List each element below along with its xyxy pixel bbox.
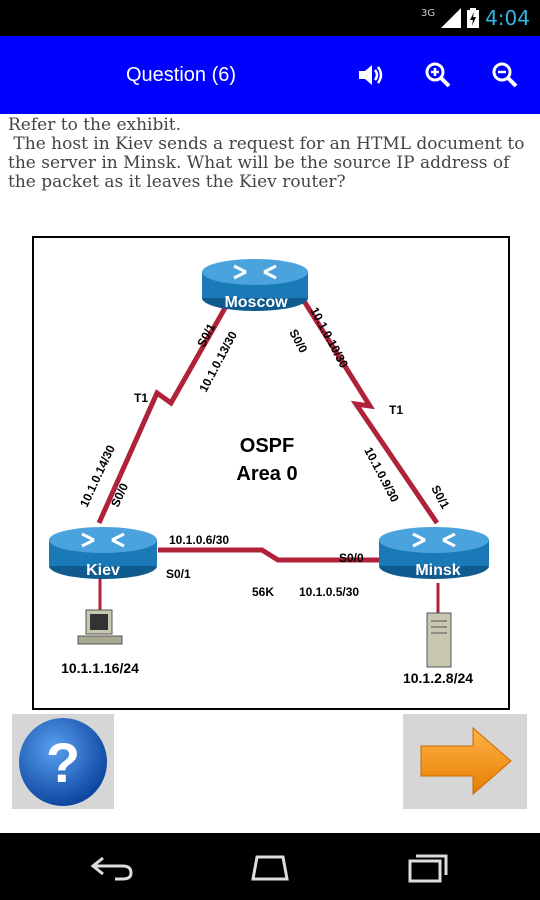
action-bar: Question (6) [0, 36, 540, 114]
kiev-minsk-type: 56K [252, 585, 274, 599]
speaker-icon [359, 65, 383, 85]
question-text: Refer to the exhibit. The host in Kiev s… [8, 116, 532, 192]
area-label: Area 0 [236, 463, 297, 485]
network-exhibit: Moscow Kiev Minsk [32, 236, 510, 710]
navigation-bar [0, 833, 540, 900]
home-icon [251, 855, 289, 881]
moscow-minsk-if-moscow: S0/0 [286, 327, 310, 356]
recent-apps-icon [408, 854, 448, 883]
moscow-minsk-type: T1 [389, 403, 403, 417]
status-bar: 3G 4:04 [0, 0, 540, 36]
link-kiev-minsk [158, 547, 380, 563]
help-button[interactable]: ? [12, 714, 114, 809]
host-ip-label: 10.1.1.16/24 [61, 660, 139, 676]
moscow-kiev-type: T1 [134, 391, 148, 405]
server-icon [426, 612, 452, 668]
back-button[interactable] [82, 847, 142, 887]
home-button[interactable] [240, 847, 300, 887]
zoom-out-button[interactable] [485, 55, 525, 95]
kiev-minsk-ip-kiev: 10.1.0.6/30 [169, 533, 229, 547]
network-type: 3G [420, 7, 436, 19]
question-line-1: Refer to the exhibit. [8, 115, 182, 135]
router-label-kiev: Kiev [86, 562, 120, 579]
svg-text:?: ? [46, 731, 80, 794]
kiev-minsk-if-minsk: S0/0 [339, 551, 364, 565]
router-arrows-icon [233, 264, 277, 280]
clock: 4:04 [485, 6, 530, 30]
router-minsk: Minsk [379, 527, 489, 579]
router-moscow: Moscow [202, 259, 308, 311]
host-pc-icon [77, 609, 123, 645]
link-moscow-kiev [96, 299, 232, 525]
network-diagram: Moscow Kiev Minsk [49, 259, 489, 686]
router-label-minsk: Minsk [415, 562, 460, 579]
kiev-minsk-ip-minsk: 10.1.0.5/30 [299, 585, 359, 599]
question-line-2: The host in Kiev sends a request for an … [8, 134, 530, 192]
zoom-in-button[interactable] [418, 55, 458, 95]
moscow-kiev-if-kiev: S0/0 [108, 481, 131, 510]
ospf-label: OSPF [240, 435, 294, 457]
signal-icon [441, 8, 462, 28]
back-icon [90, 856, 133, 881]
moscow-minsk-if-minsk: S0/1 [428, 483, 452, 512]
router-label-moscow: Moscow [224, 294, 288, 311]
next-button[interactable] [403, 714, 527, 809]
recent-apps-button[interactable] [398, 847, 458, 887]
link-moscow-minsk [301, 299, 440, 525]
battery-charging-icon [467, 8, 480, 28]
zoom-out-icon [492, 62, 518, 88]
router-kiev: Kiev [49, 527, 157, 579]
zoom-in-icon [425, 62, 451, 88]
router-arrows-icon [81, 532, 125, 548]
next-arrow-icon [420, 726, 512, 796]
screen-title: Question (6) [126, 64, 237, 86]
router-arrows-icon [412, 532, 456, 548]
moscow-minsk-ip-moscow: 10.1.0.10/30 [307, 305, 351, 371]
moscow-minsk-ip-minsk: 10.1.0.9/30 [361, 445, 402, 505]
server-ip-label: 10.1.2.8/24 [403, 670, 473, 686]
speaker-button[interactable] [351, 55, 391, 95]
help-question-icon: ? [19, 718, 107, 806]
kiev-minsk-if-kiev: S0/1 [166, 567, 191, 581]
